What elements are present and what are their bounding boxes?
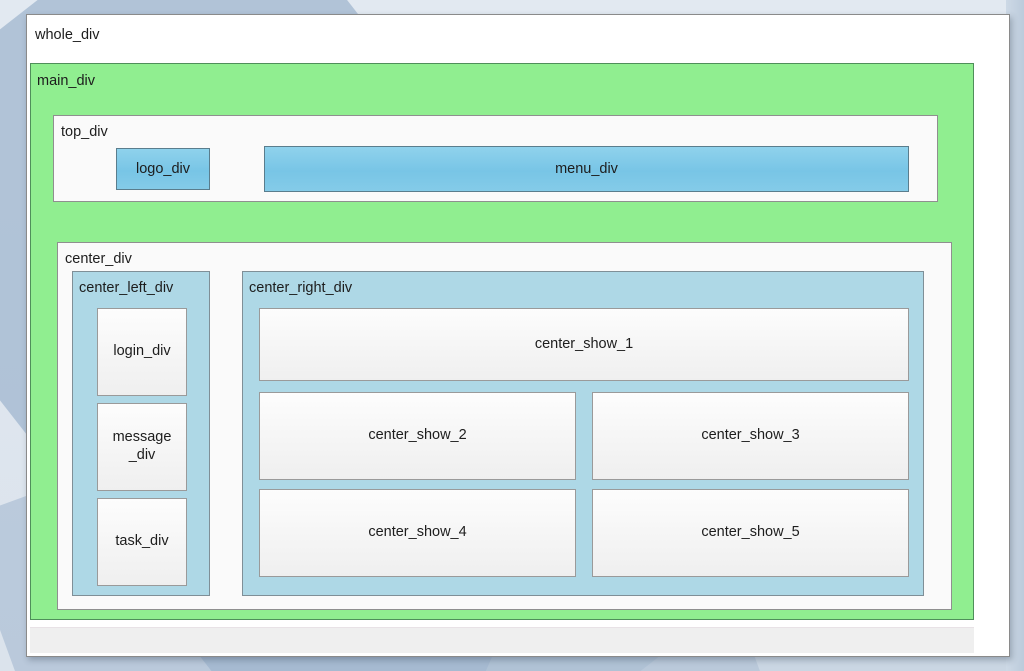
whole-div-container: whole_div main_div top_div logo_div menu…: [26, 14, 1010, 657]
center-div-container: center_div center_left_div login_div mes…: [57, 242, 952, 610]
whole-div-label: whole_div: [35, 27, 100, 43]
logo-div-label: logo_div: [135, 160, 190, 177]
message-div-label: message _div: [112, 429, 172, 463]
login-div-label: login_div: [113, 343, 171, 360]
top-div-label: top_div: [61, 124, 108, 140]
center-show-5-card[interactable]: center_show_5: [592, 489, 909, 577]
center-show-1-label: center_show_1: [534, 335, 634, 352]
center-show-4-label: center_show_4: [368, 524, 467, 541]
menu-div-block[interactable]: menu_div: [264, 146, 909, 192]
center-show-2-card[interactable]: center_show_2: [259, 392, 576, 480]
login-div-card[interactable]: login_div: [97, 308, 187, 396]
whole-div-footer-strip: [30, 627, 974, 653]
task-div-card[interactable]: task_div: [97, 498, 187, 586]
center-show-2-label: center_show_2: [368, 427, 467, 444]
background-right-strip: [1006, 0, 1024, 671]
menu-div-label: menu_div: [555, 160, 618, 177]
center-show-3-label: center_show_3: [701, 427, 800, 444]
logo-div-block[interactable]: logo_div: [116, 148, 210, 190]
center-div-label: center_div: [65, 251, 132, 267]
center-right-div-label: center_right_div: [249, 280, 353, 296]
task-div-label: task_div: [115, 533, 169, 550]
main-div-label: main_div: [37, 73, 96, 89]
center-show-4-card[interactable]: center_show_4: [259, 489, 576, 577]
main-div-container: main_div top_div logo_div menu_div cente…: [30, 63, 974, 620]
message-div-card[interactable]: message _div: [97, 403, 187, 491]
center-left-div-container: center_left_div login_div message _div t…: [72, 271, 210, 596]
center-show-3-card[interactable]: center_show_3: [592, 392, 909, 480]
top-div-container: top_div logo_div menu_div: [53, 115, 938, 202]
center-right-div-container: center_right_div center_show_1 center_sh…: [242, 271, 924, 596]
center-show-1-card[interactable]: center_show_1: [259, 308, 909, 381]
center-left-div-label: center_left_div: [79, 280, 174, 296]
center-show-5-label: center_show_5: [701, 524, 800, 541]
